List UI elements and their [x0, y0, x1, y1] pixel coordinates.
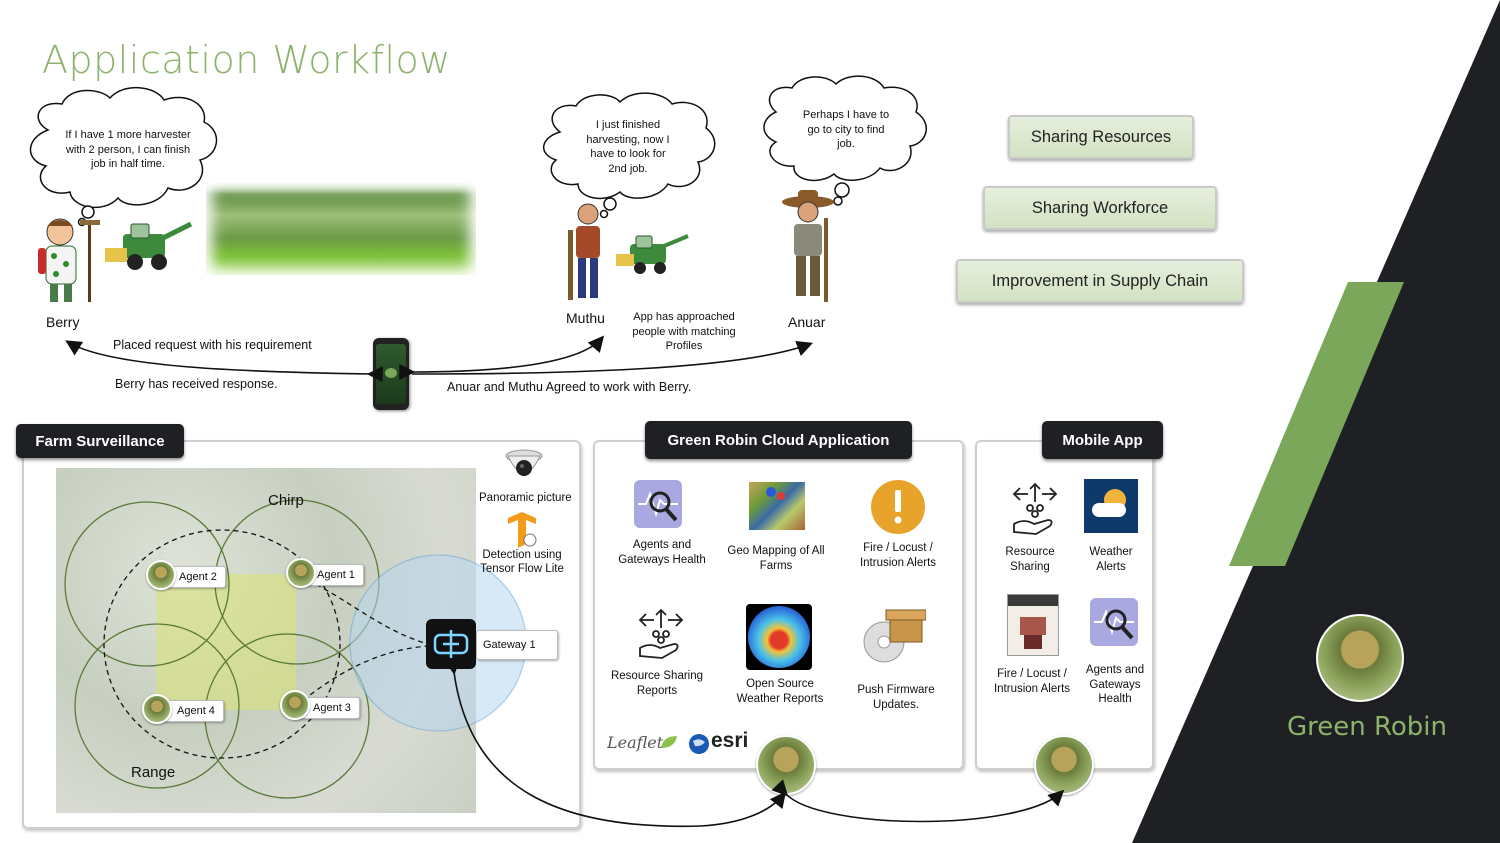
intrusion-alert-icon [1007, 594, 1059, 656]
gateway-icon [426, 619, 476, 669]
panoramic-label: Panoramic picture [479, 492, 572, 504]
note-app-approached: App has approached people with matching … [632, 311, 736, 352]
cloud-feature-resource-reports: Resource Sharing Reports [610, 670, 704, 697]
alert-icon [871, 480, 925, 534]
note-berry-received: Berry has received response. [115, 377, 278, 391]
page-title: Application Workflow [42, 38, 451, 82]
link-agent3 [295, 645, 429, 707]
mobile-resource-sharing-icon [1012, 482, 1058, 535]
farm-zone [156, 574, 296, 710]
agent-2-label: Agent 2 [179, 571, 217, 583]
agent-2-robin-icon [146, 560, 176, 590]
cloud-feature-weather-reports: Open Source Weather Reports [736, 678, 824, 705]
leaflet-logo: Leaflet [607, 733, 664, 752]
mobile-robin-icon [1034, 735, 1094, 795]
chirp-label: Chirp [268, 492, 304, 509]
weather-alerts-icon [1084, 479, 1138, 533]
resource-sharing-icon [638, 608, 684, 659]
note-placed-request: Placed request with his requirement [113, 338, 312, 352]
benefit-supply-chain: Improvement in Supply Chain [956, 259, 1244, 303]
agent-4-label: Agent 4 [177, 705, 215, 717]
cloud-robin-icon [756, 735, 816, 795]
muthu-figure [568, 203, 600, 300]
health-monitor-icon [634, 480, 682, 528]
range-label: Range [131, 764, 176, 781]
bubble-anuar [763, 75, 927, 182]
mobile-feature-resource-sharing: Resource Sharing [1005, 546, 1055, 573]
range-circle-1 [64, 501, 230, 667]
agent-1-robin-icon [286, 558, 316, 588]
agent-3-chip: Agent 3 [292, 697, 360, 719]
agent-4-chip: Agent 4 [156, 700, 224, 722]
agent-3-label: Agent 3 [313, 702, 351, 714]
firmware-update-icon [863, 609, 926, 663]
mobile-feature-fire-alerts: Fire / Locust / Intrusion Alerts [993, 668, 1071, 695]
berry-figure [38, 218, 100, 302]
brand-name: Green Robin [1287, 712, 1448, 742]
cloud-feature-firmware-updates: Push Firmware Updates. [857, 684, 935, 711]
map-pin-icon [766, 487, 785, 500]
bubble-text-muthu: I just finished harvesting, now I have t… [586, 119, 670, 175]
tab-mobile-app: Mobile App [1042, 421, 1163, 459]
field-photo [206, 183, 476, 275]
person-muthu: Muthu [566, 310, 605, 326]
agent-1-label: Agent 1 [317, 569, 355, 581]
harvester-icon-muthu [616, 234, 689, 274]
bubble-text-berry: If I have 1 more harvester with 2 person… [65, 129, 191, 170]
gateway-label: Gateway 1 [483, 639, 536, 651]
range-circle-3 [74, 623, 240, 789]
anuar-figure [782, 190, 834, 302]
bubble-muthu [543, 92, 716, 200]
thought-bubbles [29, 75, 927, 227]
globe-icon [689, 734, 709, 754]
person-berry: Berry [46, 314, 80, 330]
harvester-icon [105, 221, 193, 270]
weather-map-icon [746, 604, 812, 670]
mobile-health-monitor-icon [1090, 598, 1138, 646]
cloud-feature-geo-mapping: Geo Mapping of All Farms [727, 545, 825, 572]
leaf-icon [661, 736, 677, 748]
geo-map-icon [749, 482, 805, 530]
cloud-feature-agents-health: Agents and Gateways Health [618, 539, 706, 566]
green-stripe [1229, 282, 1404, 566]
mobile-feature-agents-health: Agents and Gateways Health [1085, 664, 1145, 705]
camera-icon [505, 449, 543, 476]
gateway-glyph-icon [433, 630, 469, 658]
bubble-text-anuar: Perhaps I have to go to city to find job… [802, 109, 890, 150]
chirp-path [103, 529, 341, 759]
benefit-sharing-workforce: Sharing Workforce [983, 186, 1217, 230]
tab-cloud-application: Green Robin Cloud Application [645, 421, 912, 459]
gateway-chip: Gateway 1 [476, 630, 558, 660]
person-anuar: Anuar [788, 314, 826, 330]
tab-farm-surveillance: Farm Surveillance [16, 424, 184, 458]
tensorflow-icon [508, 512, 537, 548]
agent-4-robin-icon [142, 694, 172, 724]
bubble-berry [29, 86, 218, 209]
workflow-arrows [65, 335, 814, 383]
mobile-feature-weather-alerts: Weather Alerts [1089, 546, 1133, 573]
green-robin-logo [1316, 614, 1404, 702]
benefit-sharing-resources: Sharing Resources [1008, 115, 1194, 159]
note-agreed: Anuar and Muthu Agreed to work with Berr… [447, 380, 692, 394]
cloud-feature-fire-alerts: Fire / Locust / Intrusion Alerts [859, 542, 937, 569]
esri-logo: esri [711, 729, 749, 752]
agent-3-robin-icon [280, 690, 310, 720]
detection-label: Detection using Tensor Flow Lite [480, 549, 564, 575]
